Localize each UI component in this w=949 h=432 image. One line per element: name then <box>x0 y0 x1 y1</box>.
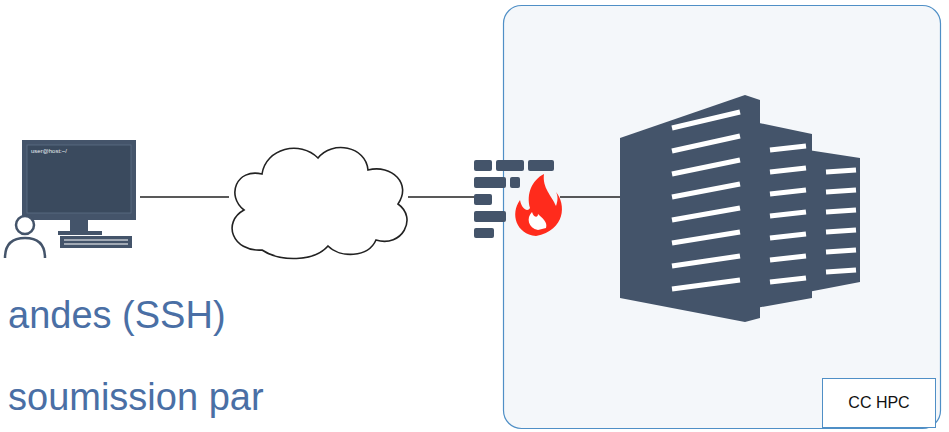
firewall-icon <box>474 160 562 238</box>
wire <box>140 196 229 197</box>
internet-cloud <box>232 148 407 259</box>
site-label-box: CC HPC <box>822 378 936 428</box>
server-racks <box>620 95 860 322</box>
wire <box>408 196 474 197</box>
bullet-text: soumission par <box>8 376 264 419</box>
node-text: CC HPC <box>848 394 909 412</box>
datacenter-area <box>504 6 941 429</box>
screen-prompt: user@host:~/ <box>31 148 67 154</box>
wire <box>560 196 620 197</box>
bullet-text: andes (SSH) <box>8 294 226 337</box>
computer-icon <box>5 140 136 258</box>
